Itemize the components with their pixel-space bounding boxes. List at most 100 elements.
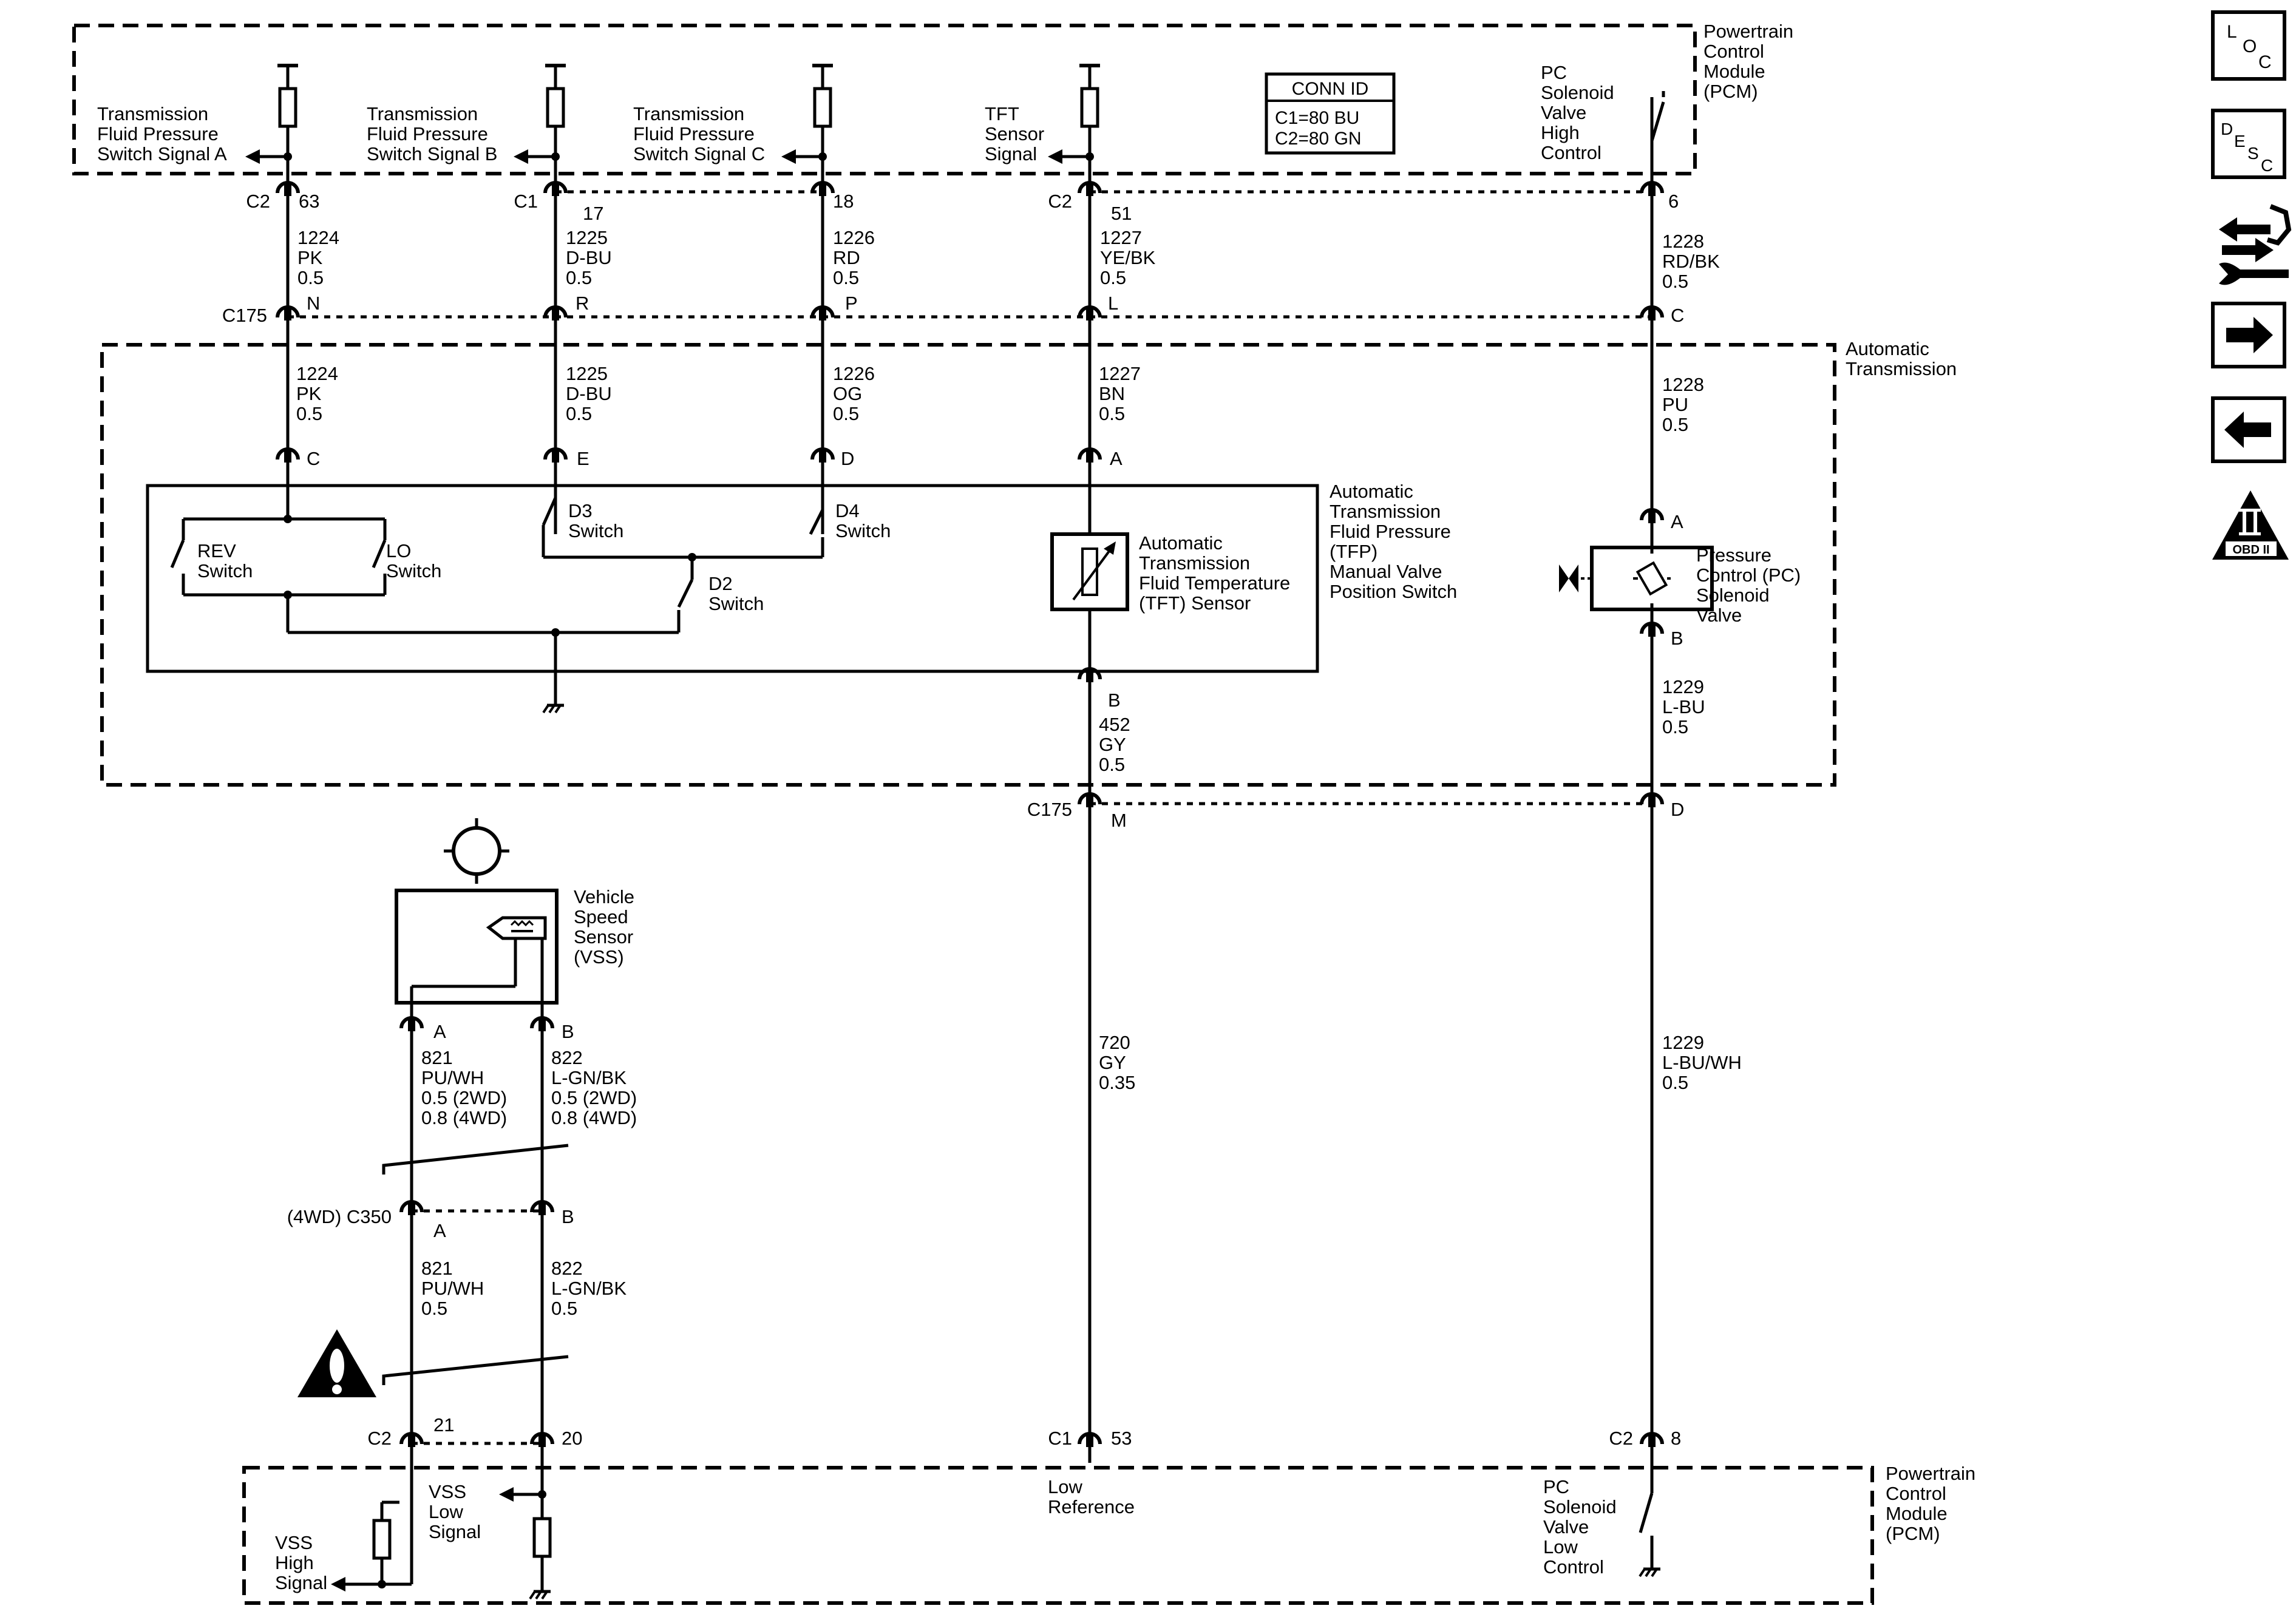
wire-upper-4: 1227 YE/BK 0.5 <box>1100 227 1161 288</box>
connector-symbols <box>277 183 1662 1447</box>
tfp-switch-internals <box>170 458 1129 713</box>
signal-vss-low: VSS Low Signal <box>429 1481 481 1542</box>
desc-button[interactable]: D E S C <box>2211 109 2286 179</box>
wire-upper-2: 1225 D-BU 0.5 <box>566 227 617 288</box>
pin-a: 63 <box>299 191 319 212</box>
obd-ii-text: OBD II <box>2232 543 2269 557</box>
pin-conn-tft: C2 <box>1048 191 1072 212</box>
c175-pin-p: P <box>845 293 858 314</box>
signal-tfp-a: Transmission Fluid Pressure Switch Signa… <box>97 103 227 164</box>
d2-switch-label: D2 Switch <box>708 573 764 614</box>
tfp-switch-box <box>146 484 1319 673</box>
pin-vss-high: 21 <box>433 1414 454 1436</box>
c350-pin-a: A <box>433 1220 446 1241</box>
connector-view-button[interactable] <box>2219 204 2292 285</box>
signal-vss-high: VSS High Signal <box>275 1532 327 1593</box>
wire-lower-720: 720 GY 0.35 <box>1099 1032 1135 1093</box>
pcm-label-lower: Powertrain Control Module (PCM) <box>1886 1463 1981 1544</box>
wires <box>286 97 1654 1463</box>
signal-tfp-c: Transmission Fluid Pressure Switch Signa… <box>633 103 765 164</box>
desc-letter-d: D <box>2221 120 2233 138</box>
pin-pc: 6 <box>1668 191 1679 212</box>
conn-id-c2: C2=80 GN <box>1275 129 1362 149</box>
rev-switch-label: REV Switch <box>197 540 253 581</box>
caution-icon <box>297 1329 376 1397</box>
wire-vss-821: 821 PU/WH 0.5 (2WD) 0.8 (4WD) <box>421 1047 512 1128</box>
pcm-label-upper: Powertrain Control Module (PCM) <box>1703 21 1799 102</box>
wire-at-4: 1227 BN 0.5 <box>1099 363 1146 424</box>
tfp-pin-c: C <box>307 448 320 469</box>
conn-id-title: CONN ID <box>1292 79 1369 99</box>
obd-ii-button[interactable]: OBD II <box>2212 490 2289 560</box>
prev-page-button[interactable] <box>2211 396 2286 463</box>
desc-letter-s: S <box>2247 144 2259 163</box>
c175-pin-r: R <box>576 293 589 314</box>
pin-vss-low: 20 <box>562 1428 582 1449</box>
vss-sensor-symbol <box>395 818 559 1021</box>
wire-lower-822: 822 L-GN/BK 0.5 <box>551 1258 632 1319</box>
signal-tfp-b: Transmission Fluid Pressure Switch Signa… <box>367 103 497 164</box>
arrow-left-icon <box>2224 412 2271 448</box>
wire-at-7: 1229 L-BU 0.5 <box>1662 676 1710 737</box>
tfp-pin-e: E <box>577 448 589 469</box>
next-page-button[interactable] <box>2211 302 2286 368</box>
d3-switch-label: D3 Switch <box>568 500 623 541</box>
vss-pin-b: B <box>562 1021 574 1042</box>
transmission-boundary <box>100 343 1836 787</box>
pin-low-ref: 53 <box>1111 1428 1132 1449</box>
desc-letter-c: C <box>2261 156 2273 175</box>
pc-solenoid-pin-a: A <box>1671 511 1683 532</box>
pin-c: 18 <box>833 191 854 212</box>
connector-tool-icon <box>2219 204 2292 285</box>
wire-upper-5: 1228 RD/BK 0.5 <box>1662 231 1725 292</box>
pin-conn-vss-high: C2 <box>367 1428 392 1449</box>
conn-id-c1: C1=80 BU <box>1275 108 1359 128</box>
pin-conn-b: C1 <box>514 191 538 212</box>
c175-label-lower: C175 <box>1027 799 1072 820</box>
labels: Powertrain Control Module (PCM) Automati… <box>97 21 1981 1593</box>
wire-break-marks <box>382 1144 569 1385</box>
wire-at-6: 452 GY 0.5 <box>1099 714 1135 775</box>
signal-low-reference: Low Reference <box>1048 1476 1135 1517</box>
pc-solenoid-pin-b: B <box>1671 628 1683 649</box>
arrow-right-icon <box>2226 317 2273 353</box>
pin-conn-a: C2 <box>246 191 270 212</box>
signal-pc-high: PC Solenoid Valve High Control <box>1541 62 1619 163</box>
tfp-pin-b: B <box>1108 690 1121 711</box>
pin-tft: 51 <box>1111 203 1132 224</box>
desc-letter-e: E <box>2234 132 2246 151</box>
wire-at-3: 1226 OG 0.5 <box>833 363 880 424</box>
loc-letter-l: L <box>2227 22 2237 42</box>
c175-label-upper: C175 <box>222 305 267 326</box>
c175-pin-d: D <box>1671 799 1684 820</box>
wire-at-1: 1224 PK 0.5 <box>296 363 344 424</box>
pin-b: 17 <box>583 203 603 224</box>
pc-solenoid-symbol <box>1559 522 1714 626</box>
loc-button[interactable]: L O C <box>2211 10 2286 81</box>
pin-conn-low-ref: C1 <box>1048 1428 1072 1449</box>
connector-links <box>288 190 1652 1445</box>
wire-at-2: 1225 D-BU 0.5 <box>566 363 617 424</box>
transmission-label: Automatic Transmission <box>1846 338 1957 379</box>
lo-switch-label: LO Switch <box>386 540 441 581</box>
tfp-pin-a: A <box>1110 448 1123 469</box>
wire-lower-821: 821 PU/WH 0.5 <box>421 1258 489 1319</box>
c350-pin-b: B <box>562 1206 574 1227</box>
vss-label: Vehicle Speed Sensor (VSS) <box>574 886 640 968</box>
wire-upper-3: 1226 RD 0.5 <box>833 227 880 288</box>
wire-at-5: 1228 PU 0.5 <box>1662 374 1710 435</box>
wire-upper-1: 1224 PK 0.5 <box>297 227 345 288</box>
c175-pin-l: L <box>1108 293 1118 314</box>
tfp-pin-d: D <box>841 448 854 469</box>
loc-letter-c: C <box>2258 52 2272 72</box>
loc-letter-o: O <box>2243 36 2257 56</box>
wire-vss-822: 822 L-GN/BK 0.5 (2WD) 0.8 (4WD) <box>551 1047 642 1128</box>
wire-lower-1229: 1229 L-BU/WH 0.5 <box>1662 1032 1747 1093</box>
c175-pin-n: N <box>307 293 320 314</box>
signal-tft: TFT Sensor Signal <box>985 103 1050 164</box>
pcm-upper-internals <box>245 66 1665 182</box>
pin-conn-pc-low: C2 <box>1609 1428 1633 1449</box>
pcm-boundary-upper <box>72 24 1697 175</box>
pin-pc-low: 8 <box>1671 1428 1681 1449</box>
